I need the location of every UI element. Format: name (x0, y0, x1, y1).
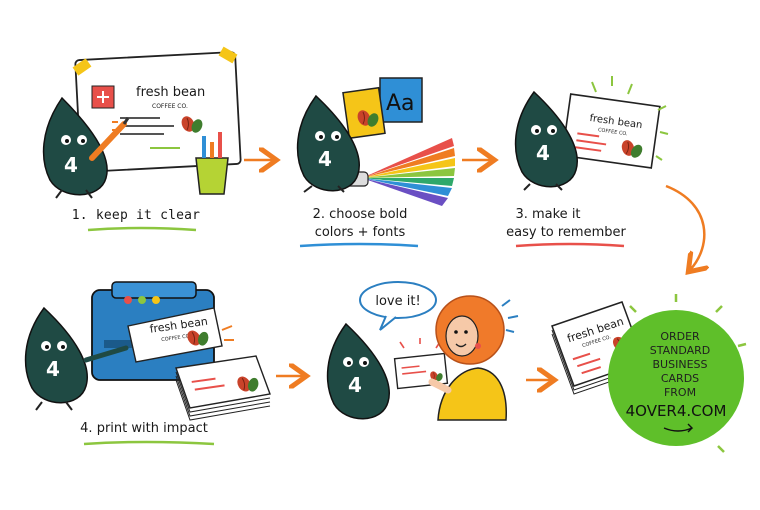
step2-swatches: Aa (337, 77, 455, 206)
step3-mascot-number: 4 (536, 141, 550, 165)
step4-mascot: 4 (24, 306, 129, 411)
arrow-step3-down (665, 184, 704, 270)
step5-mascot-number: 4 (348, 373, 362, 397)
step3-mascot: 4 (514, 90, 578, 191)
step1-underline (87, 226, 197, 232)
speech-bubble: love it! (359, 281, 437, 331)
speech-bubble-text: love it! (375, 294, 420, 309)
cta-circle[interactable]: ORDER STANDARD BUSINESS CARDS FROM 4OVER… (608, 294, 747, 453)
cta-line-5: FROM (664, 386, 696, 399)
step4-label: 4. print with impact (80, 421, 208, 436)
cta-line-4: CARDS (661, 372, 699, 385)
cta-site-link[interactable]: 4OVER4.COM (626, 402, 727, 420)
step2-underline (299, 242, 419, 248)
step1-label: 1. keep it clear (72, 208, 200, 223)
step2-mascot: 4 (296, 94, 360, 193)
step5-mascot: 4 (326, 322, 390, 420)
step3-brand-tagline: COFFEE CO. (598, 127, 629, 137)
step4-card-stack (175, 355, 271, 421)
step1-pencil-cup (195, 132, 229, 195)
step4-sheet-tagline: COFFEE CO. (161, 333, 192, 343)
step4-mascot-number: 4 (46, 357, 60, 381)
cta-line-3: BUSINESS (653, 358, 708, 371)
step1-brand-name: fresh bean (136, 85, 205, 100)
cta-line-1: ORDER (660, 330, 700, 343)
step1-whiteboard: fresh bean COFFEE CO. (72, 46, 242, 173)
step2-label-line1: 2. choose bold (313, 207, 408, 222)
step2-swatch-text: Aa (386, 91, 415, 116)
step3-label-line1: 3. make it (515, 207, 580, 222)
step1-mascot: 4 (42, 96, 130, 199)
cta-site-underline-arrow (663, 423, 694, 433)
step4-underline (83, 440, 215, 446)
step3-underline (515, 242, 625, 248)
step1-mascot-number: 4 (64, 153, 78, 177)
step3-card: fresh bean COFFEE CO. (561, 76, 669, 169)
step1-brand-tagline: COFFEE CO. (152, 103, 188, 110)
cta-line-2: STANDARD (650, 344, 711, 357)
woman-figure (428, 295, 519, 421)
step3-label-line2: easy to remember (506, 225, 626, 240)
step4-printer: fresh bean COFFEE CO. (91, 281, 234, 381)
step2-label-line2: colors + fonts (315, 225, 406, 240)
step2-mascot-number: 4 (318, 147, 332, 171)
